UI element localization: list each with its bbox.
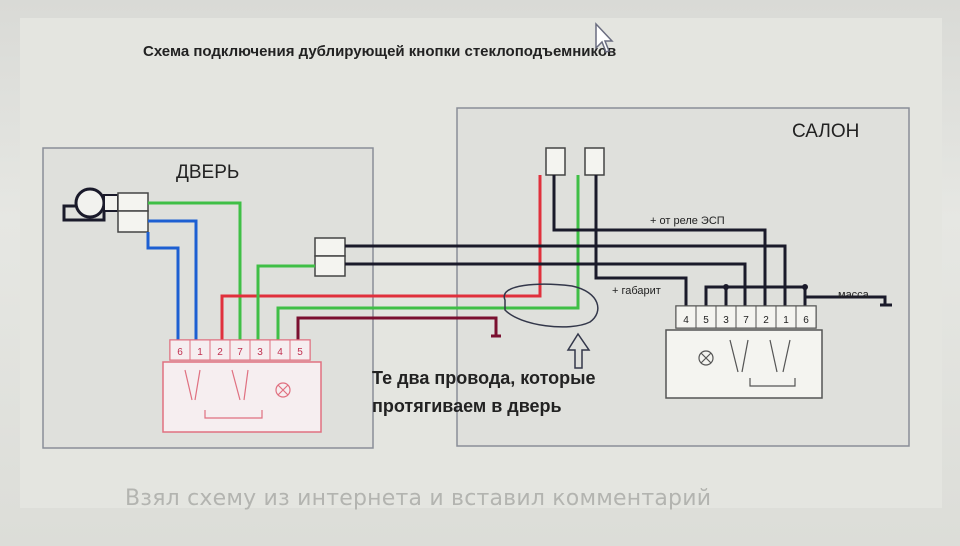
salon-pin-label: 5 <box>703 315 709 326</box>
salon-wires <box>345 175 892 307</box>
door-pin-label: 2 <box>217 347 223 358</box>
motor-icon <box>62 187 119 222</box>
diagram-title: Схема подключения дублирующей кнопки сте… <box>143 43 616 60</box>
door-pin-labels: 6 1 2 7 3 4 5 <box>169 339 311 361</box>
door-pin-label: 6 <box>177 347 183 358</box>
salon-pin-labels: 4 5 3 7 2 1 6 <box>675 305 817 329</box>
mass-label: масса <box>838 289 870 301</box>
salon-pin-label: 2 <box>763 315 769 326</box>
salon-pin-label: 3 <box>723 315 729 326</box>
salon-label: САЛОН <box>792 121 859 142</box>
door-label: ДВЕРЬ <box>176 162 239 183</box>
annotation-arrow-icon <box>566 332 591 369</box>
annotation-line-2: протягиваем в дверь <box>372 396 562 416</box>
door-pin-label: 3 <box>257 347 263 358</box>
door-pin-label: 1 <box>197 347 203 358</box>
mouse-cursor-icon <box>595 22 614 53</box>
door-pin-label: 5 <box>297 347 303 358</box>
relay-label: + от реле ЭСП <box>650 215 725 227</box>
footer-caption: Взял схему из интернета и вставил коммен… <box>125 486 712 511</box>
salon-pin-label: 1 <box>783 315 789 326</box>
door-wires <box>146 175 580 340</box>
salon-pin-label: 6 <box>803 315 809 326</box>
gabarit-label: + габарит <box>612 285 661 297</box>
door-pin-label: 7 <box>237 347 243 358</box>
junction-dots <box>723 284 808 290</box>
salon-pin-cell <box>795 305 817 329</box>
salon-pin-label: 7 <box>743 315 749 326</box>
door-harness-connector <box>314 237 346 277</box>
motor-connector <box>117 192 149 233</box>
salon-pin-label: 4 <box>683 315 689 326</box>
annotation-line-1: Те два провода, которые <box>372 368 596 388</box>
door-pin-cell <box>289 339 311 361</box>
door-pin-label: 4 <box>277 347 283 358</box>
annotation-loop <box>503 283 599 328</box>
